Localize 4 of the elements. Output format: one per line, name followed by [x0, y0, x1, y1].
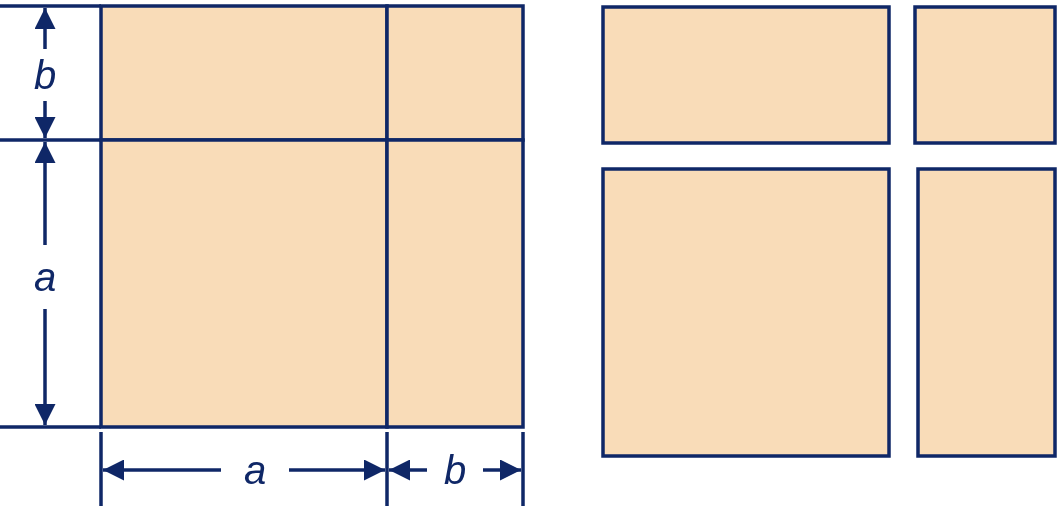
dimension-label: a — [33, 257, 57, 297]
dimension-label: a — [243, 450, 267, 490]
dimension-label: b — [33, 55, 57, 95]
dimension-label: b — [443, 450, 467, 490]
